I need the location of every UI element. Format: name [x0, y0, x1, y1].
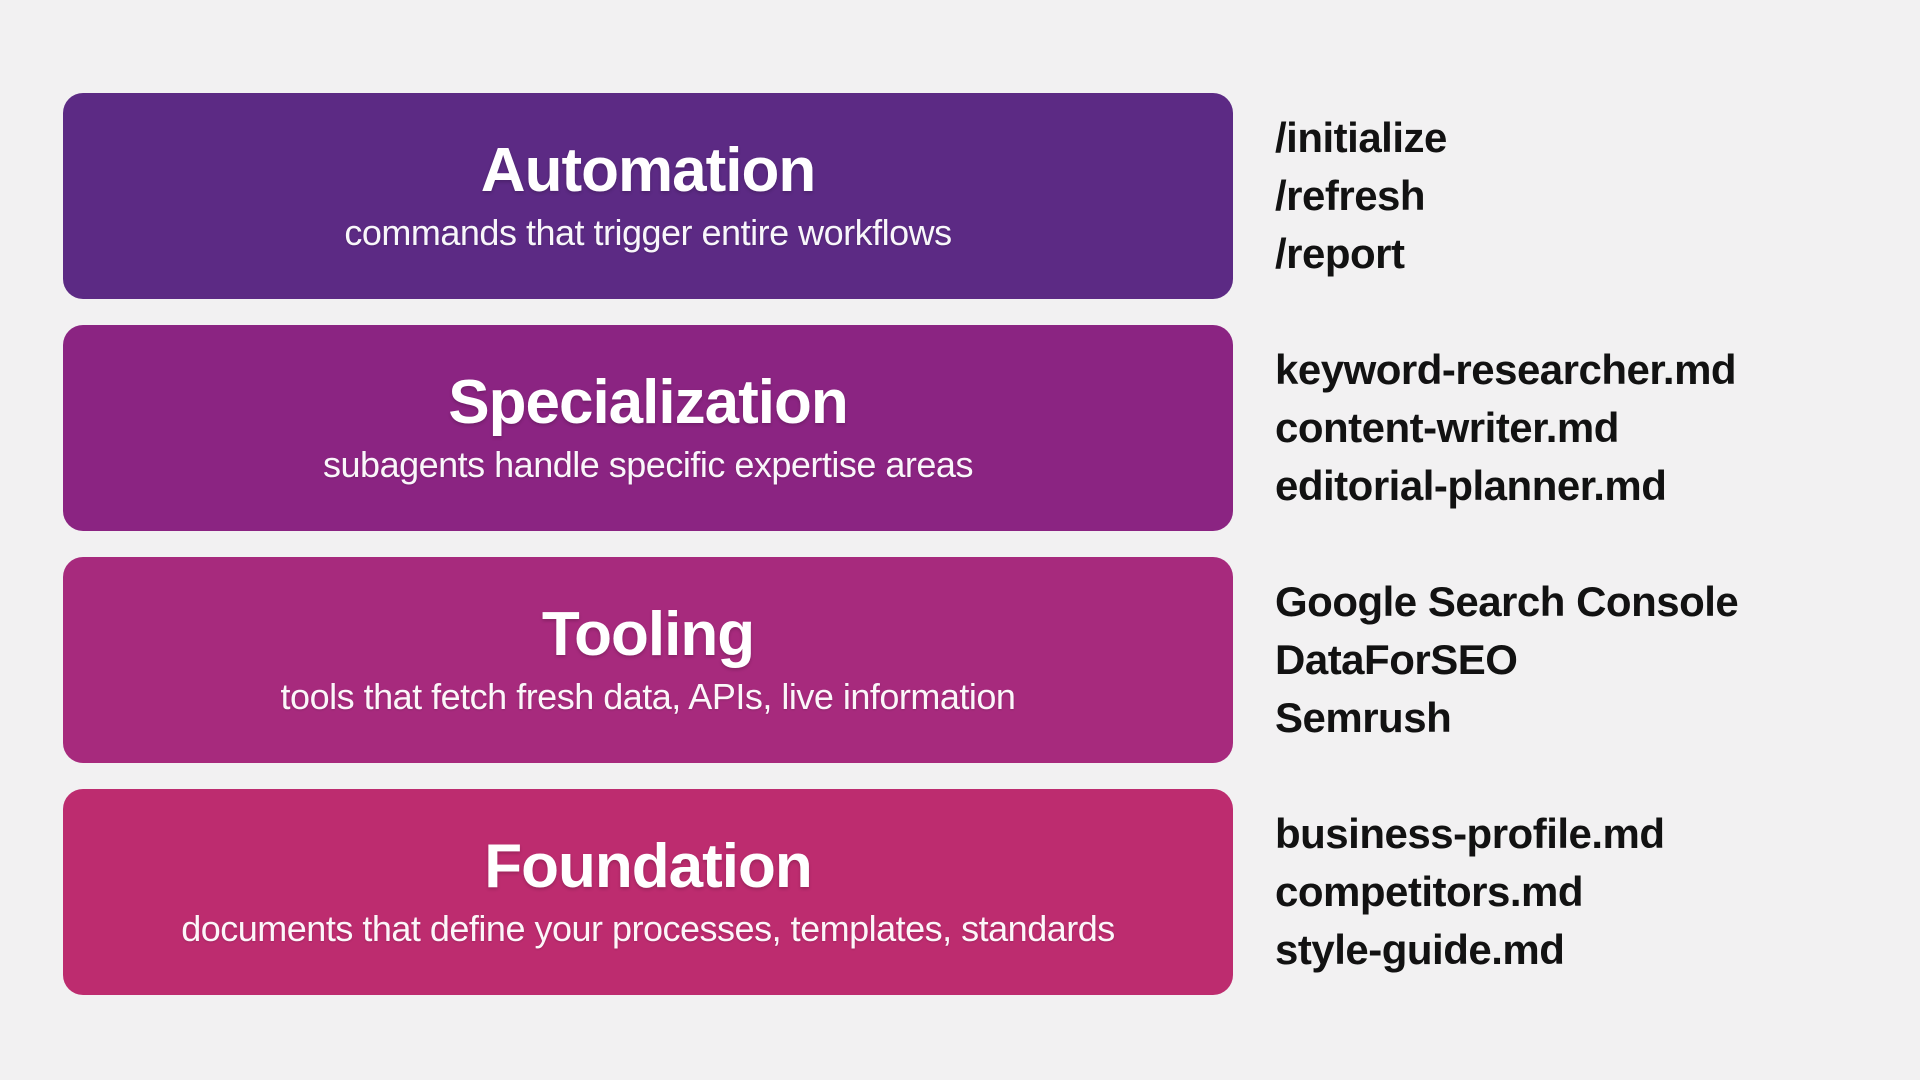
layer-item: /initialize [1275, 114, 1447, 161]
layer-title: Tooling [541, 599, 755, 669]
layer-items-specialization: keyword-researcher.md content-writer.md … [1275, 341, 1737, 515]
layer-subtitle: commands that trigger entire workflows [344, 212, 952, 254]
layer-subtitle: documents that define your processes, te… [181, 908, 1115, 950]
layer-row-foundation: Foundation documents that define your pr… [63, 789, 1738, 995]
layer-items-automation: /initialize /refresh /report [1275, 109, 1447, 283]
layer-row-specialization: Specialization subagents handle specific… [63, 325, 1738, 531]
layer-row-automation: Automation commands that trigger entire … [63, 93, 1738, 299]
layer-bar-tooling: Tooling tools that fetch fresh data, API… [63, 557, 1233, 763]
layer-title: Automation [480, 135, 816, 205]
layer-item: business-profile.md [1275, 810, 1665, 857]
layer-item: DataForSEO [1275, 636, 1518, 683]
layer-row-tooling: Tooling tools that fetch fresh data, API… [63, 557, 1739, 763]
layer-item: Semrush [1275, 694, 1452, 741]
layer-subtitle: tools that fetch fresh data, APIs, live … [280, 676, 1016, 718]
layer-item: /report [1275, 230, 1405, 277]
layer-bar-foundation: Foundation documents that define your pr… [63, 789, 1233, 995]
layer-item: keyword-researcher.md [1275, 346, 1737, 393]
layer-subtitle: subagents handle specific expertise area… [323, 444, 973, 486]
layer-title: Specialization [448, 367, 848, 437]
layer-item: style-guide.md [1275, 926, 1565, 973]
layered-stack-diagram: Automation commands that trigger entire … [63, 93, 1739, 995]
layer-item: content-writer.md [1275, 404, 1619, 451]
layer-bar-specialization: Specialization subagents handle specific… [63, 325, 1233, 531]
layer-items-foundation: business-profile.md competitors.md style… [1275, 805, 1665, 979]
layer-title: Foundation [484, 831, 812, 901]
layer-bar-automation: Automation commands that trigger entire … [63, 93, 1233, 299]
layer-item: editorial-planner.md [1275, 462, 1667, 509]
layer-item: Google Search Console [1275, 578, 1739, 625]
layer-item: competitors.md [1275, 868, 1584, 915]
layer-items-tooling: Google Search Console DataForSEO Semrush [1275, 573, 1739, 747]
layer-item: /refresh [1275, 172, 1426, 219]
